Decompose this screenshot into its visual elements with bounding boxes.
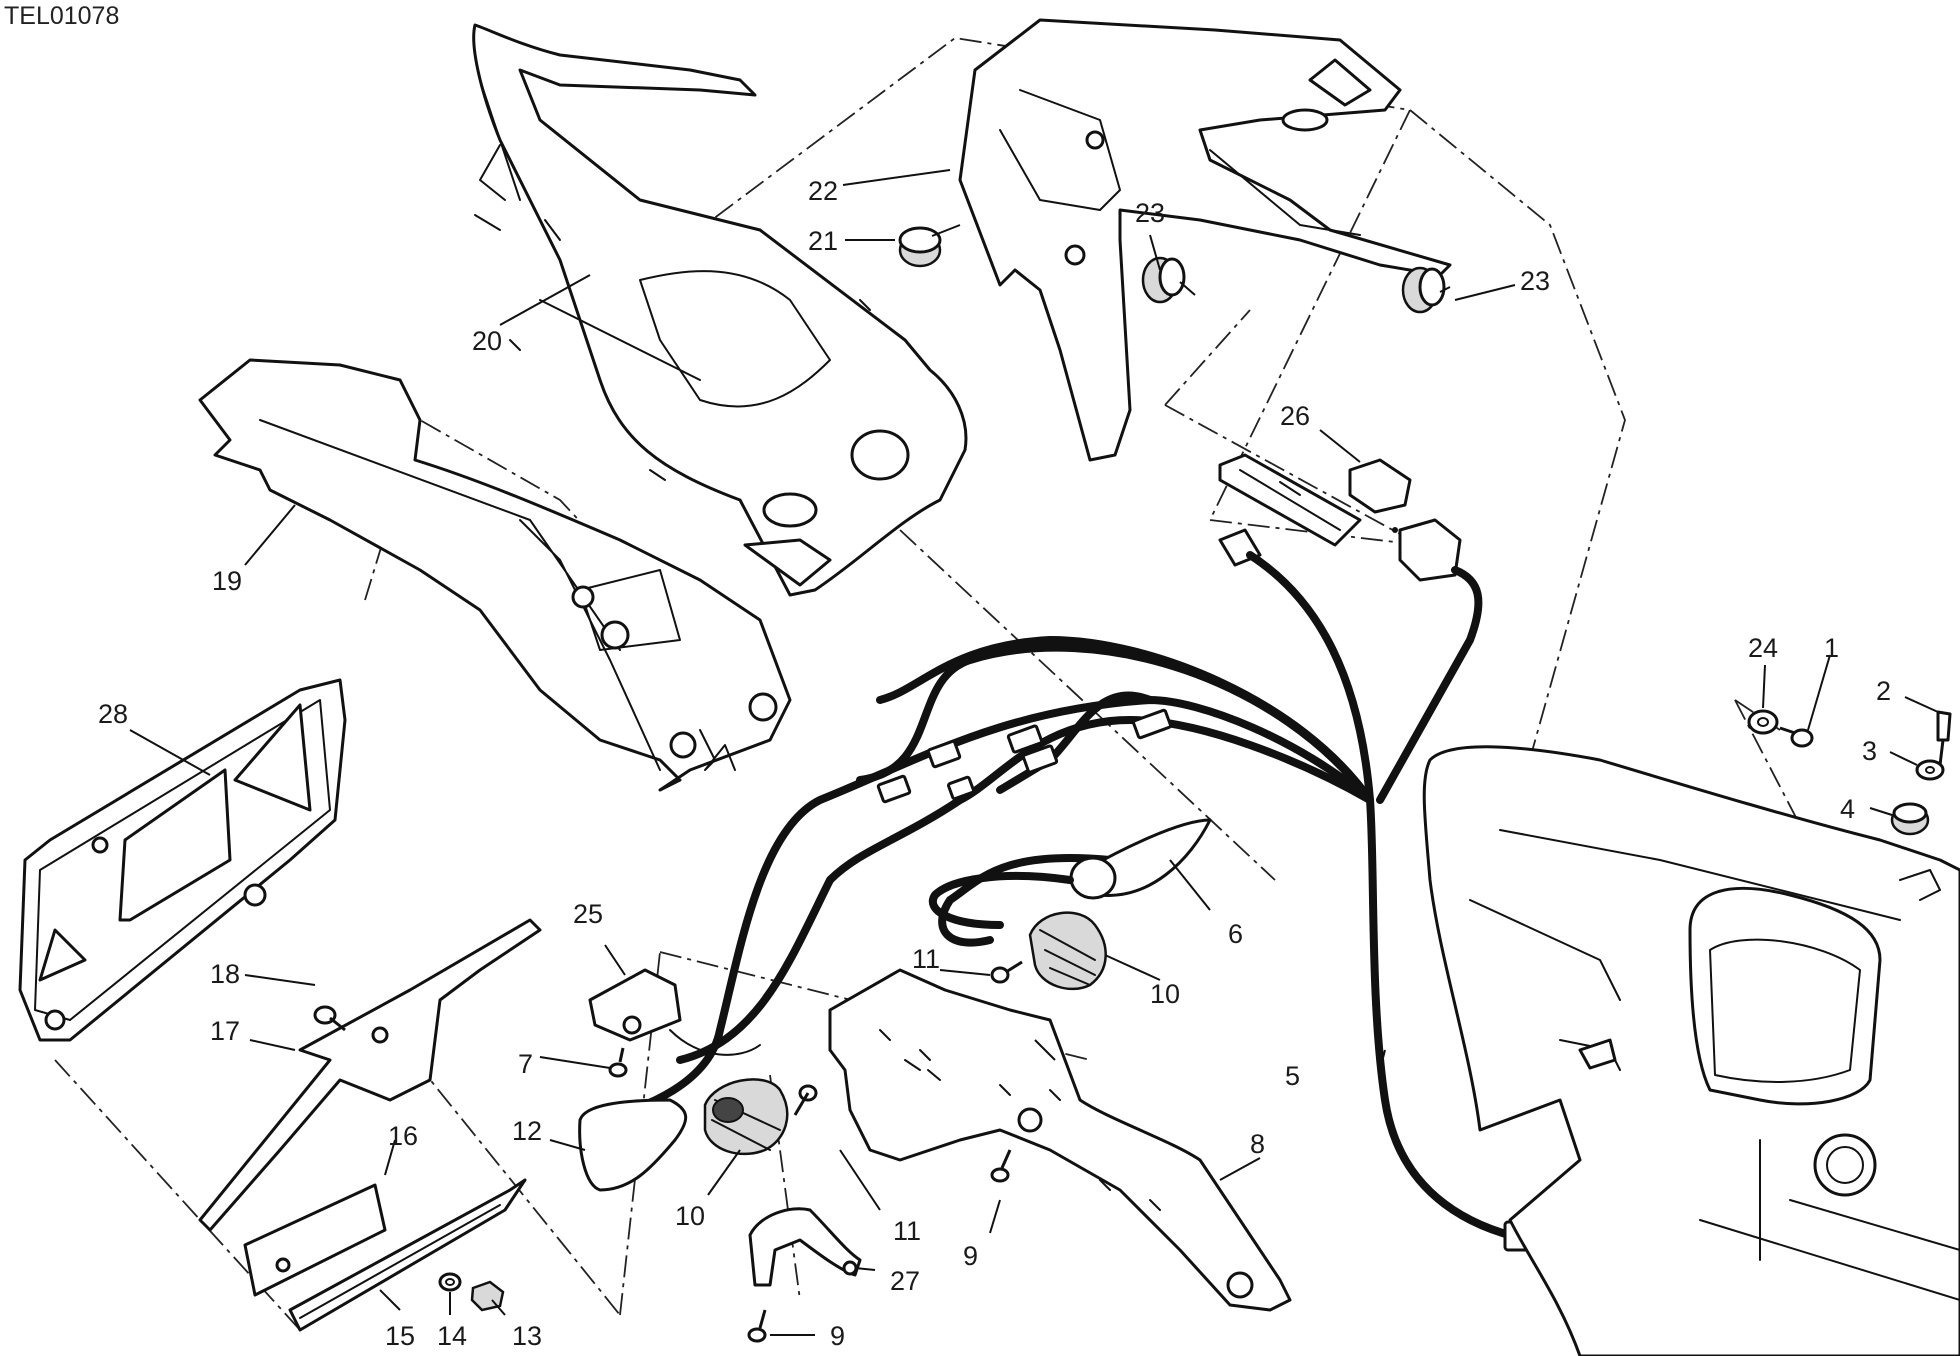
callout-27: 27 [890, 1266, 920, 1296]
callout-19: 19 [212, 566, 242, 596]
part-4-grommet [1890, 802, 1930, 836]
part-11-screw-b [793, 1084, 818, 1116]
callout-6: 6 [1228, 919, 1243, 949]
part-17-bracket [198, 918, 542, 1232]
callout-21: 21 [808, 226, 838, 256]
part-9-screw-a [990, 1149, 1012, 1183]
callout-25: 25 [573, 899, 603, 929]
callout-1: 1 [1824, 633, 1839, 663]
callout-23-a: 23 [1135, 198, 1165, 228]
part-11-screw-a [990, 960, 1023, 984]
callout-11-b: 11 [893, 1216, 921, 1246]
callout-13: 13 [512, 1321, 542, 1351]
callout-17: 17 [210, 1016, 240, 1046]
callout-22: 22 [808, 176, 838, 206]
part-19-support-bracket [198, 358, 792, 792]
callout-4: 4 [1840, 794, 1855, 824]
part-20-upper-frame [472, 23, 968, 597]
part-3-washer [1915, 759, 1945, 781]
callout-3: 3 [1862, 736, 1877, 766]
part-15-strip [288, 1178, 527, 1332]
callout-7: 7 [518, 1049, 533, 1079]
callout-26: 26 [1280, 401, 1310, 431]
screws [313, 960, 1023, 1343]
callout-23-b: 23 [1520, 266, 1550, 296]
callout-labels: 22 21 23 23 20 19 26 28 24 1 2 3 4 25 6 … [98, 176, 1891, 1351]
callout-11-a: 11 [912, 944, 940, 974]
drawing-id: TEL01078 [4, 2, 120, 30]
part-21-grommet [898, 224, 961, 268]
part-8-plate-holder [828, 968, 1292, 1312]
part-10-bellows-lower [703, 1078, 789, 1156]
harness-connectors [876, 708, 1172, 804]
part-18-screw [313, 1005, 346, 1032]
part-6-turn-signal [929, 818, 1212, 929]
part-13-nut [470, 1280, 505, 1312]
callout-8: 8 [1250, 1129, 1265, 1159]
callout-10-a: 10 [1150, 979, 1180, 1009]
part-5-wiring-harness [586, 551, 1549, 1252]
callout-10-b: 10 [675, 1201, 705, 1231]
part-22-tail-housing [958, 18, 1452, 462]
motorcycle-tail-body [1422, 745, 1960, 1356]
part-23-grommet-a [1141, 256, 1196, 304]
callout-14: 14 [437, 1321, 467, 1351]
callout-18: 18 [210, 959, 240, 989]
part-7-screw [608, 1047, 628, 1078]
part-14-washer [438, 1272, 462, 1292]
callout-9-b: 9 [830, 1321, 845, 1351]
part-28-license-plate [18, 678, 347, 1042]
callout-5: 5 [1285, 1061, 1300, 1091]
part-26-connectors [1218, 453, 1462, 582]
part-1-screw [1779, 726, 1814, 748]
callout-20: 20 [472, 326, 502, 356]
callout-16: 16 [388, 1121, 418, 1151]
callout-2: 2 [1876, 676, 1891, 706]
callout-leaders [129, 169, 1939, 1336]
callout-28: 28 [98, 699, 128, 729]
callout-9-a: 9 [963, 1241, 978, 1271]
part-10-bellows-upper [1028, 911, 1107, 991]
part-24-washer [1747, 709, 1779, 735]
part-23-grommet-b [1401, 266, 1451, 314]
part-16-reflector [243, 1183, 387, 1297]
part-25-license-light [588, 968, 761, 1056]
part-27-bracket [748, 1207, 862, 1287]
callout-12: 12 [512, 1116, 542, 1146]
part-12-turn-signal [578, 1098, 688, 1192]
fasteners-right [1747, 709, 1952, 836]
part-9-screw-b [747, 1309, 767, 1343]
grommets [898, 224, 1451, 314]
callout-15: 15 [385, 1321, 415, 1351]
part-2-screw [1936, 710, 1952, 766]
callout-24: 24 [1748, 633, 1778, 663]
